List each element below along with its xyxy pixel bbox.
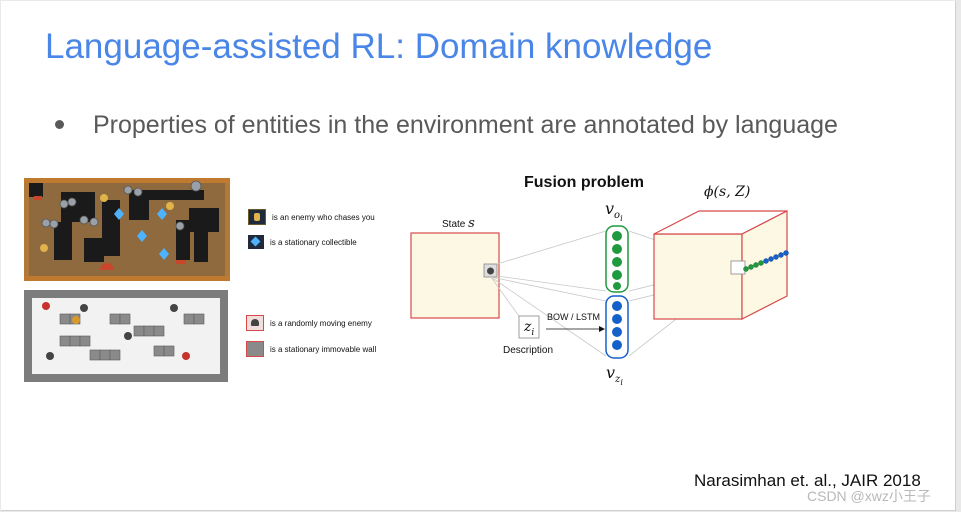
diagram-title: Fusion problem xyxy=(524,174,644,191)
phi-label: ϕ(s, Z) xyxy=(704,184,751,200)
description-box xyxy=(518,315,540,339)
vector-o-label: voi xyxy=(605,199,623,224)
collectible-icon xyxy=(248,235,264,249)
wall-block-icon xyxy=(246,341,264,357)
watermark: CSDN @xwz小王子 xyxy=(807,488,931,504)
random-enemy-icon xyxy=(246,315,264,331)
citation: Narasimhan et. al., JAIR 2018 xyxy=(694,471,921,490)
fusion-diagram xyxy=(410,210,789,359)
bullet-text: Properties of entities in the environmen… xyxy=(93,111,838,139)
bow-lstm-label: BOW / LSTM xyxy=(547,312,601,322)
legend-text: is an enemy who chases you xyxy=(272,212,375,222)
legend-item-enemy-chaser: is an enemy who chases you xyxy=(248,209,375,225)
slide-title: Language-assisted RL: Domain knowledge xyxy=(45,27,713,66)
legend-text: is a stationary collectible xyxy=(270,237,357,247)
fusion-cube xyxy=(653,210,788,320)
state-label: State s xyxy=(442,216,475,231)
legend-item-collectible: is a stationary collectible xyxy=(248,235,357,249)
legend-item-random-enemy: is a randomly moving enemy xyxy=(246,315,372,331)
enemy-chaser-icon xyxy=(248,209,266,225)
legend-item-wall: is a stationary immovable wall xyxy=(246,341,376,357)
vector-z-label: vzi xyxy=(606,363,623,388)
legend-text: is a randomly moving enemy xyxy=(270,318,372,328)
z-label: zi xyxy=(524,319,535,338)
bullet-point xyxy=(55,120,64,129)
legend-text: is a stationary immovable wall xyxy=(270,344,377,354)
game-grid-grey xyxy=(24,290,228,382)
game-grid-brown xyxy=(24,178,230,281)
description-label: Description xyxy=(503,345,554,356)
